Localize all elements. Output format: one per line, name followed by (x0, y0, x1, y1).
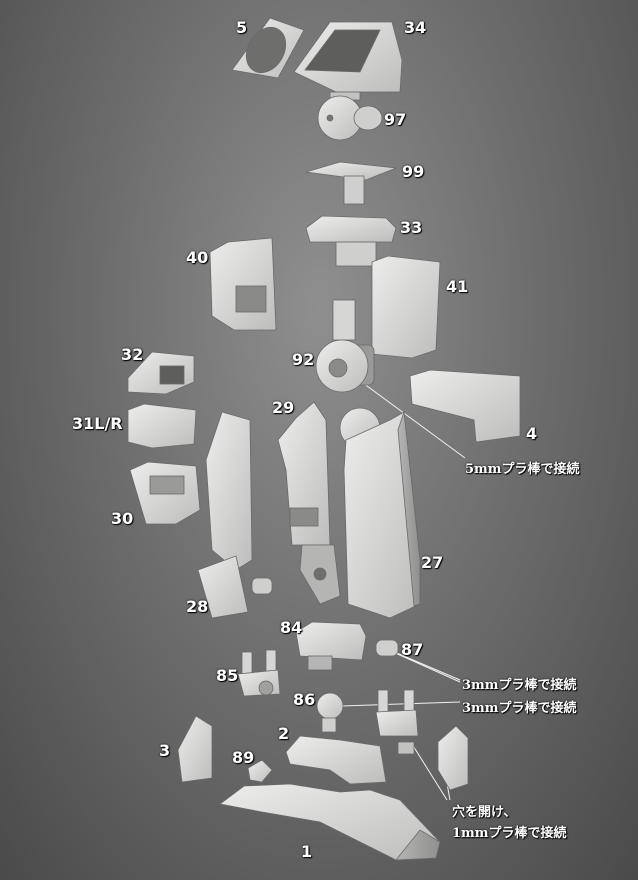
part-97 (317, 91, 383, 141)
label-part-30: 30 (111, 509, 134, 528)
part-hip-pins (375, 689, 419, 755)
note-5mm-rod: 5mmプラ棒で接続 (465, 462, 580, 477)
label-part-99: 99 (402, 162, 425, 181)
part-89 (247, 759, 273, 783)
leader-5mm (351, 374, 466, 459)
label-part-4: 4 (526, 424, 538, 443)
part-84 (295, 621, 367, 671)
label-part-3: 3 (159, 741, 171, 760)
label-part-87: 87 (401, 640, 424, 659)
part-92 (315, 299, 375, 393)
part-33 (305, 215, 397, 267)
note-3mm-rod-b: 3mmプラ棒で接続 (462, 701, 577, 716)
label-part-85: 85 (216, 666, 239, 685)
label-part-86: 86 (293, 690, 316, 709)
part-2 (285, 735, 387, 785)
label-part-41: 41 (446, 277, 469, 296)
note-3mm-rod-a: 3mmプラ棒で接続 (462, 678, 577, 693)
leader-3mm-b (392, 651, 461, 683)
part-28 (197, 411, 273, 619)
label-part-34: 34 (404, 18, 427, 37)
label-part-31: 31L/R (72, 414, 123, 433)
note-drill-hole: 穴を開け、 (452, 805, 517, 820)
part-27 (339, 407, 421, 619)
label-part-92: 92 (292, 350, 315, 369)
part-32 (127, 351, 195, 395)
label-part-33: 33 (400, 218, 423, 237)
part-side-armor (437, 725, 469, 791)
part-30 (129, 461, 201, 525)
part-3 (177, 715, 213, 783)
leader-1mm-a (411, 743, 448, 801)
label-part-28: 28 (186, 597, 209, 616)
part-31 (127, 403, 197, 449)
label-part-1: 1 (301, 842, 313, 861)
label-part-29: 29 (272, 398, 295, 417)
label-part-84: 84 (280, 618, 303, 637)
part-41 (371, 255, 441, 359)
part-34 (293, 21, 403, 93)
part-1 (219, 783, 441, 861)
label-part-2: 2 (278, 724, 290, 743)
part-86 (316, 692, 344, 733)
label-part-40: 40 (186, 248, 209, 267)
note-1mm-rod: 1mmプラ棒で接続 (452, 826, 567, 841)
part-4 (409, 369, 521, 443)
part-87 (375, 639, 399, 657)
part-5 (231, 17, 305, 79)
part-29 (277, 401, 341, 605)
part-40 (209, 237, 277, 331)
label-part-89: 89 (232, 748, 255, 767)
leader-3mm-a (384, 647, 461, 681)
part-85 (237, 649, 281, 697)
label-part-97: 97 (384, 110, 407, 129)
part-99 (305, 161, 397, 205)
leader-3mm-c (341, 701, 461, 707)
label-part-5: 5 (236, 18, 248, 37)
label-part-32: 32 (121, 345, 144, 364)
label-part-27: 27 (421, 553, 444, 572)
